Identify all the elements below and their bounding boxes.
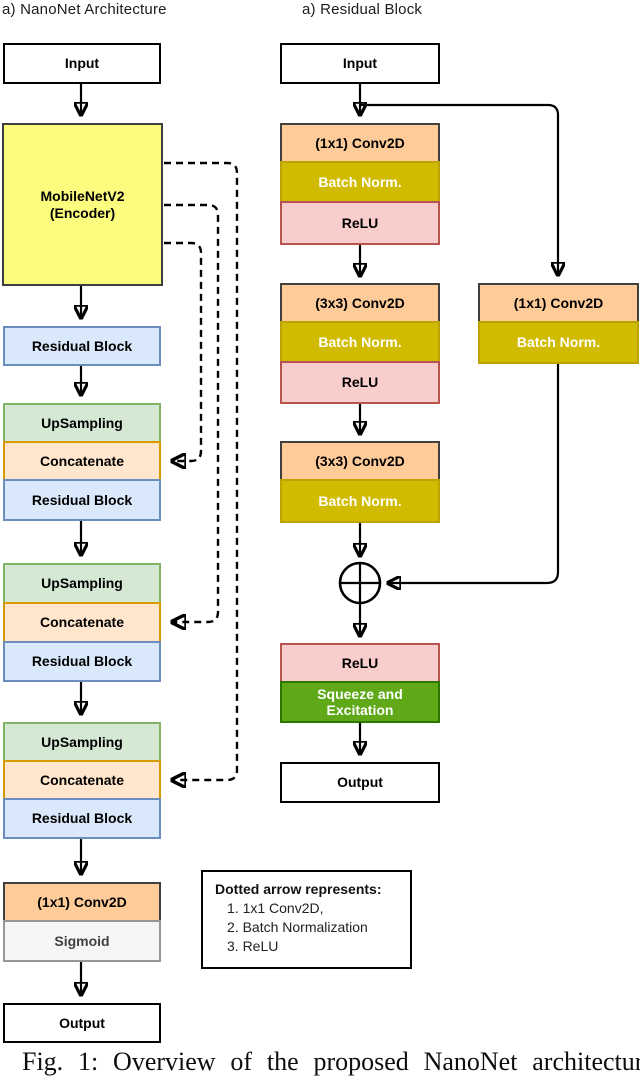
- encoder-box: MobileNetV2 (Encoder): [2, 123, 163, 286]
- skip-dashed-arrow-2: [164, 203, 220, 622]
- shortcut-bn-box: Batch Norm.: [478, 321, 639, 364]
- residual-block-box-2: Residual Block: [3, 479, 161, 521]
- skip-dashed-arrow-3: [164, 161, 239, 780]
- resblock-relu1-box: ReLU: [280, 201, 440, 245]
- sigmoid-box: Sigmoid: [3, 920, 161, 962]
- legend-title: Dotted arrow represents:: [215, 881, 382, 897]
- right-diagram-title: a) Residual Block: [302, 1, 423, 18]
- shortcut-branch-line: [360, 103, 558, 275]
- resblock-conv2-box: (3x3) Conv2D: [280, 283, 440, 323]
- figure-caption: Fig. 1: Overview of the proposed NanoNet…: [22, 1047, 640, 1076]
- upsampling-box-2: UpSampling: [3, 563, 161, 604]
- nanonet-output-box: Output: [3, 1003, 161, 1043]
- shortcut-into-add: [388, 364, 560, 583]
- residual-block-box-4: Residual Block: [3, 798, 161, 839]
- upsampling-box-1: UpSampling: [3, 403, 161, 443]
- legend-item-3: 3. ReLU: [227, 938, 279, 954]
- legend-item-1: 1. 1x1 Conv2D,: [227, 900, 324, 916]
- resblock-input-box: Input: [280, 43, 440, 84]
- resblock-relu2-box: ReLU: [280, 361, 440, 404]
- left-diagram-title: a) NanoNet Architecture: [2, 1, 167, 18]
- skip-dashed-arrow-1: [164, 241, 203, 461]
- resblock-relu3-box: ReLU: [280, 643, 440, 683]
- se-line1: Squeeze and: [317, 685, 403, 702]
- resblock-bn1-box: Batch Norm.: [280, 161, 440, 203]
- nanonet-input-box: Input: [3, 43, 161, 84]
- encoder-subtitle: (Encoder): [49, 204, 116, 221]
- legend-box: Dotted arrow represents: 1. 1x1 Conv2D, …: [201, 870, 412, 969]
- concatenate-box-3: Concatenate: [3, 760, 161, 800]
- concatenate-box-2: Concatenate: [3, 602, 161, 643]
- residual-block-box-3: Residual Block: [3, 641, 161, 682]
- squeeze-excitation-box: Squeeze and Excitation: [280, 681, 440, 723]
- final-conv-box: (1x1) Conv2D: [3, 882, 161, 922]
- resblock-output-box: Output: [280, 762, 440, 803]
- se-line2: Excitation: [326, 702, 394, 718]
- upsampling-box-3: UpSampling: [3, 722, 161, 762]
- residual-block-box-1: Residual Block: [3, 326, 161, 366]
- resblock-bn3-box: Batch Norm.: [280, 479, 440, 523]
- legend-item-2: 2. Batch Normalization: [227, 919, 368, 935]
- encoder-name: MobileNetV2: [40, 188, 125, 205]
- resblock-conv3-box: (3x3) Conv2D: [280, 441, 440, 481]
- shortcut-conv-box: (1x1) Conv2D: [478, 283, 639, 323]
- resblock-bn2-box: Batch Norm.: [280, 321, 440, 363]
- resblock-conv1-box: (1x1) Conv2D: [280, 123, 440, 163]
- concatenate-box-1: Concatenate: [3, 441, 161, 481]
